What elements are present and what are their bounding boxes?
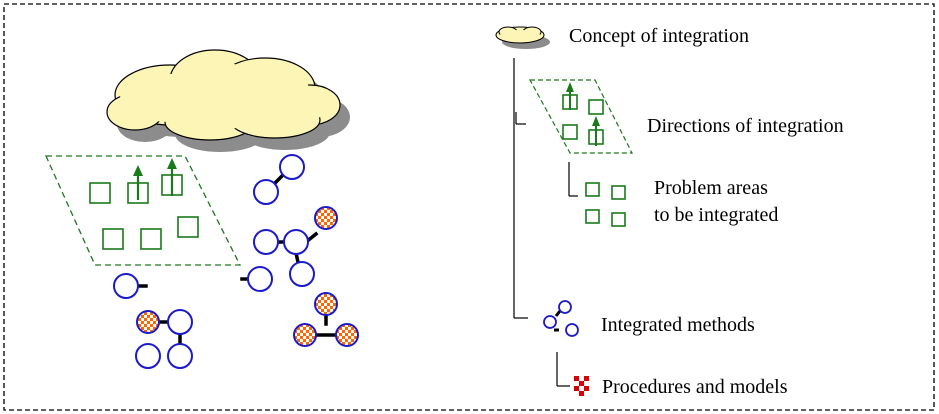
legend-tree-lines bbox=[513, 58, 578, 387]
circle-node-icon bbox=[565, 323, 579, 337]
square-icon bbox=[89, 182, 111, 204]
procedures-label: Procedures and models bbox=[602, 376, 788, 398]
checker-icon bbox=[136, 310, 160, 334]
circle-node-icon bbox=[253, 179, 279, 205]
circle-node-icon bbox=[253, 229, 279, 255]
circle-node-icon bbox=[113, 273, 139, 299]
diagram-frame bbox=[3, 3, 935, 411]
circle-node-icon bbox=[167, 343, 193, 369]
square-icon bbox=[140, 228, 162, 250]
up-arrow-icon bbox=[133, 158, 177, 200]
circle-node-icon bbox=[279, 154, 305, 180]
main-parallelogram-icon bbox=[44, 155, 242, 266]
circle-node-icon bbox=[135, 343, 161, 369]
main-cloud-icon bbox=[106, 49, 350, 152]
square-icon bbox=[177, 216, 199, 238]
checker-icon bbox=[293, 323, 317, 347]
checker-icon bbox=[335, 323, 359, 347]
circle-node-icon bbox=[283, 229, 309, 255]
legend-cloud-icon bbox=[495, 26, 550, 49]
legend-method-icon bbox=[543, 300, 579, 337]
circle-node-icon bbox=[558, 300, 572, 314]
methods-label: Integrated methods bbox=[601, 314, 755, 336]
legend-parallelogram-icon bbox=[528, 79, 633, 154]
directions-label: Directions of integration bbox=[647, 115, 844, 137]
circle-node-icon bbox=[289, 261, 315, 287]
checker-icon bbox=[314, 206, 338, 230]
problem-areas-label-line1: Problem areas bbox=[654, 177, 768, 199]
main-method-network bbox=[113, 154, 359, 369]
square-icon bbox=[562, 124, 578, 140]
up-arrow-icon bbox=[566, 82, 600, 146]
square-icon bbox=[611, 212, 626, 227]
legend-squares-icon bbox=[585, 182, 626, 227]
square-icon bbox=[585, 209, 600, 224]
checker-icon bbox=[314, 292, 338, 316]
circle-node-icon bbox=[543, 315, 557, 329]
legend-checker-icon bbox=[574, 376, 589, 396]
concept-label: Concept of integration bbox=[569, 25, 749, 47]
square-icon bbox=[588, 99, 604, 115]
circle-node-icon bbox=[247, 266, 273, 292]
circle-node-icon bbox=[167, 309, 193, 335]
problem-areas-label-line2: to be integrated bbox=[654, 204, 778, 226]
square-icon bbox=[611, 185, 626, 200]
square-icon bbox=[585, 182, 600, 197]
square-icon bbox=[102, 228, 124, 250]
